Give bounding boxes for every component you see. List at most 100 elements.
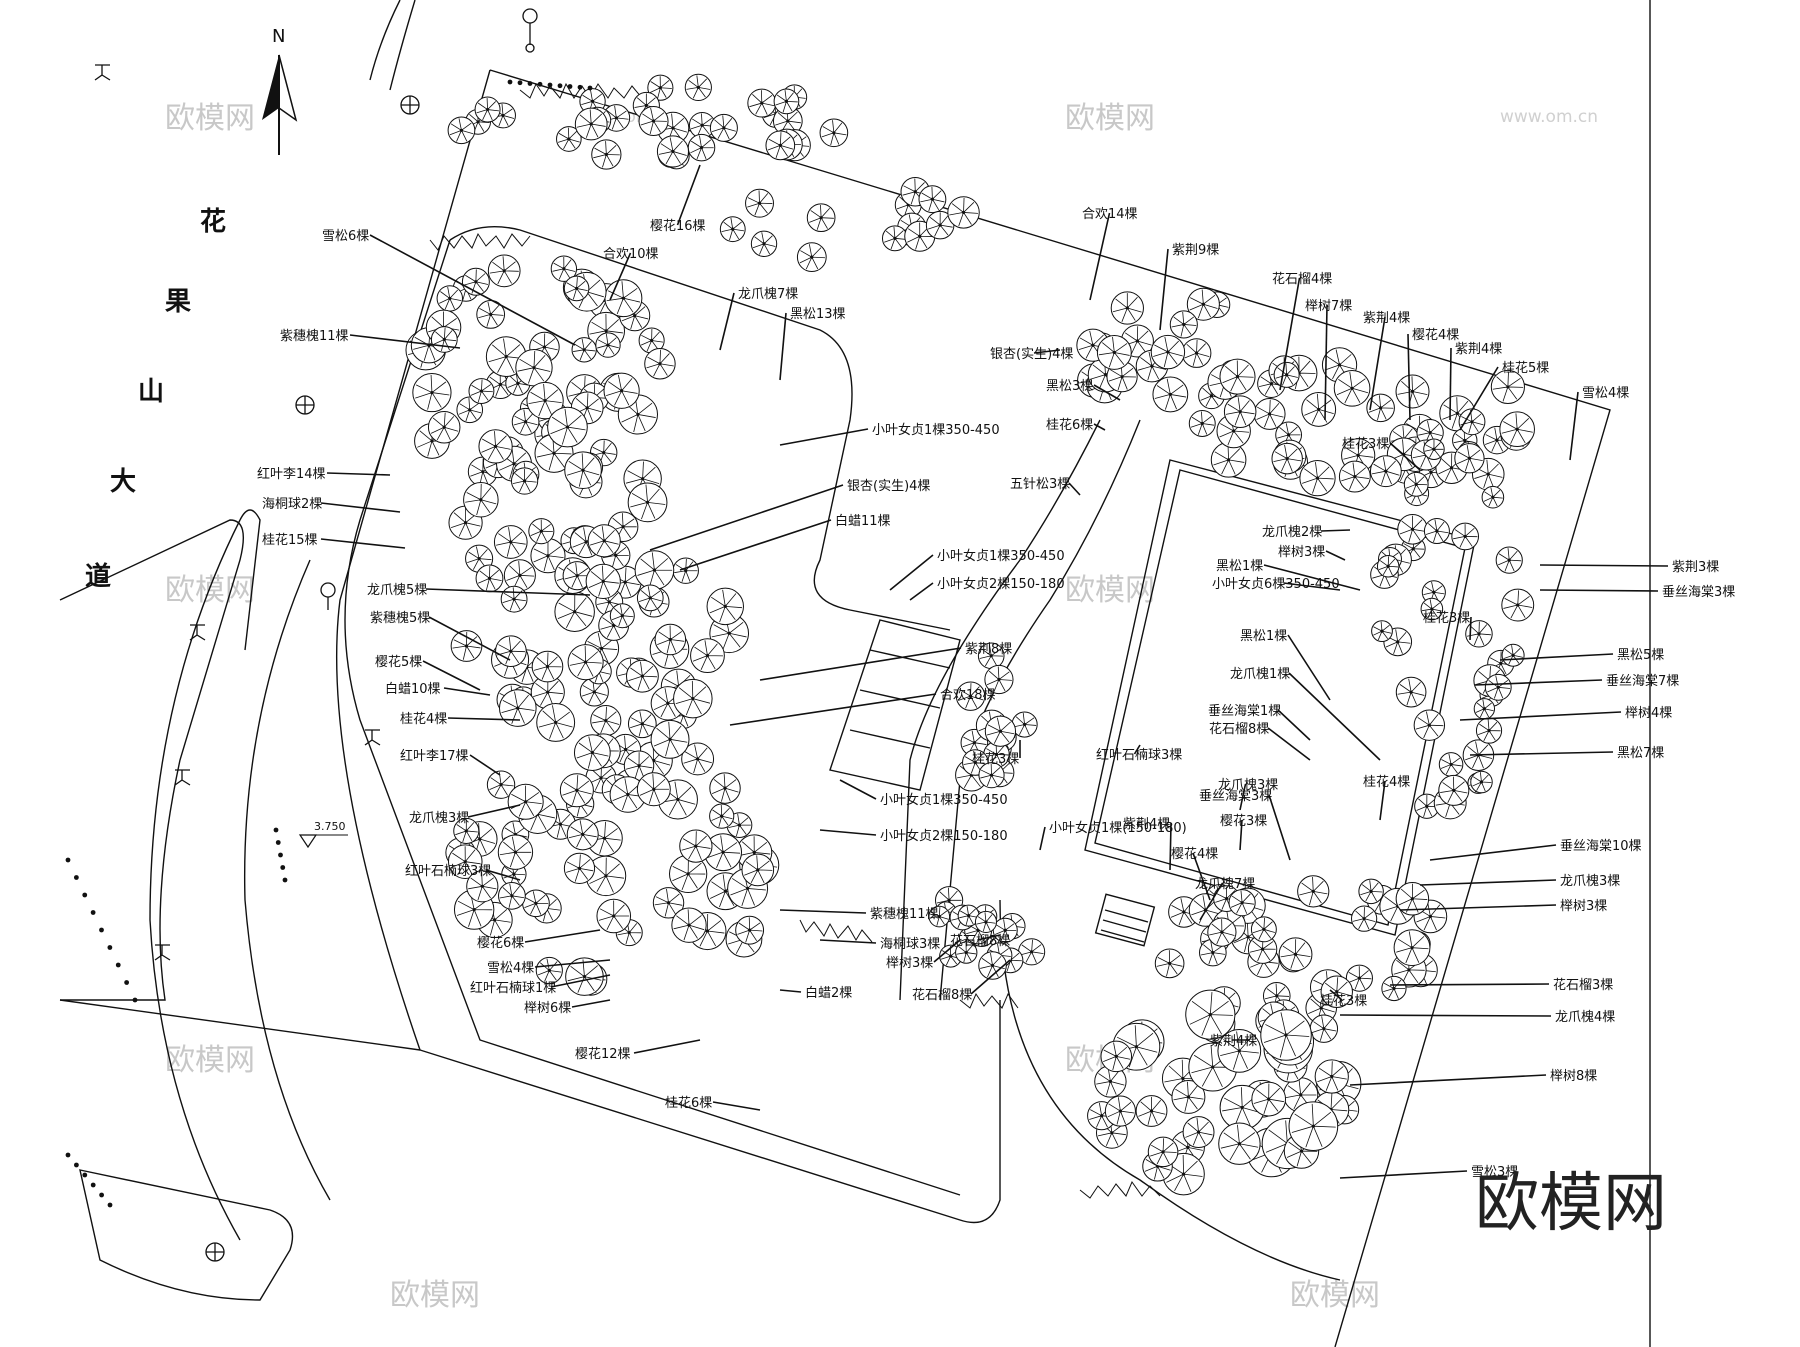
bollard-dot bbox=[99, 927, 104, 933]
tree-symbol-icon bbox=[706, 587, 744, 626]
tree-symbol-icon bbox=[1454, 443, 1485, 474]
leader-line bbox=[1263, 564, 1361, 591]
plant-label: 小叶女贞1棵350-450 bbox=[937, 548, 1065, 564]
leader-line bbox=[1324, 304, 1328, 421]
plant-label: 榉树3棵 bbox=[886, 956, 933, 971]
plant-label: 桂花4棵 bbox=[400, 711, 447, 727]
north-arrow: N bbox=[262, 26, 298, 155]
watermark: 欧模网 bbox=[1290, 1278, 1380, 1313]
bollard-dot bbox=[90, 910, 96, 915]
leader-line bbox=[1389, 442, 1421, 471]
leader-line bbox=[1419, 879, 1557, 886]
leader-line bbox=[524, 929, 601, 943]
plant-label: 小叶女贞1棵(150-180) bbox=[1049, 820, 1187, 836]
tree-symbol-icon bbox=[1397, 514, 1428, 545]
tree-symbol-icon bbox=[1420, 597, 1444, 621]
road-name-char: 花 bbox=[200, 207, 226, 237]
tree-symbol-icon bbox=[1100, 1040, 1133, 1073]
leader-line bbox=[779, 989, 802, 993]
tree-symbol-icon bbox=[427, 410, 461, 444]
tree-symbol-icon bbox=[745, 188, 774, 218]
leader-line bbox=[1469, 616, 1472, 641]
tree-symbol-icon bbox=[1186, 287, 1220, 321]
leader-line bbox=[1339, 1170, 1468, 1179]
tree-symbol-icon bbox=[1288, 1101, 1339, 1152]
tree-symbol-icon bbox=[535, 956, 563, 985]
plant-label: 白蜡2棵 bbox=[805, 985, 852, 1001]
tree-symbol-icon bbox=[974, 910, 998, 934]
leader-line bbox=[1093, 384, 1121, 401]
tree-canopies bbox=[405, 73, 1535, 1196]
tree-symbol-icon bbox=[591, 139, 622, 170]
tree-symbol-icon bbox=[656, 135, 689, 168]
leader-line bbox=[1389, 983, 1550, 986]
plant-label: 榉树3棵 bbox=[1278, 545, 1325, 560]
tree-symbol-icon bbox=[522, 889, 550, 918]
tree-symbol-icon bbox=[1273, 361, 1300, 388]
tree-symbol-icon bbox=[750, 230, 778, 257]
tree-symbol-icon bbox=[486, 770, 516, 799]
tree-symbol-icon bbox=[1171, 1079, 1206, 1114]
tree-symbol-icon bbox=[478, 429, 513, 464]
tree-symbol-icon bbox=[1314, 1059, 1349, 1094]
plant-label: 黑松1棵 bbox=[1240, 629, 1287, 644]
plant-label: 银杏(实生)4棵 bbox=[990, 347, 1073, 362]
leader-line bbox=[1459, 366, 1499, 431]
tree-symbol-icon bbox=[556, 126, 582, 152]
tree-symbol-icon bbox=[566, 818, 599, 851]
tree-symbol-icon bbox=[1299, 459, 1336, 497]
plant-label: 樱花3棵 bbox=[1220, 813, 1267, 829]
elevation-value: 3.750 bbox=[314, 820, 346, 833]
plant-label: 白蜡11棵 bbox=[835, 513, 891, 529]
plant-label: 榉树4棵 bbox=[1625, 706, 1672, 721]
plant-label: 龙爪槐1棵 bbox=[1230, 666, 1290, 682]
leader-line bbox=[1268, 794, 1291, 861]
tree-symbol-icon bbox=[474, 96, 501, 123]
tree-symbol-icon bbox=[511, 407, 540, 436]
tree-symbol-icon bbox=[992, 917, 1018, 943]
plant-label: 紫荆8棵 bbox=[965, 641, 1012, 657]
plant-label: 桂花5棵 bbox=[1502, 360, 1549, 376]
leader-line bbox=[819, 939, 877, 944]
leader-line bbox=[422, 660, 481, 691]
tree-symbol-icon bbox=[497, 834, 534, 870]
tree-symbol-icon bbox=[644, 347, 676, 380]
leader-line bbox=[1459, 711, 1622, 721]
tree-symbol-icon bbox=[1501, 643, 1525, 667]
leader-line bbox=[534, 959, 611, 968]
tree-symbol-icon bbox=[1152, 376, 1189, 413]
leader-line bbox=[1093, 423, 1106, 431]
road-name-char: 大 bbox=[110, 467, 136, 497]
tree-symbol-icon bbox=[476, 300, 506, 329]
tree-symbol-icon bbox=[773, 88, 800, 115]
leader-line bbox=[712, 1101, 761, 1111]
tree-symbol-icon bbox=[681, 742, 715, 776]
tree-symbol-icon bbox=[1150, 334, 1186, 370]
tree-symbol-icon bbox=[603, 372, 640, 409]
plant-label: 花石榴4棵 bbox=[1272, 271, 1332, 287]
tree-symbol-icon bbox=[1371, 620, 1393, 643]
tree-symbol-icon bbox=[1260, 1009, 1312, 1061]
plant-label: 榉树3棵 bbox=[1560, 899, 1607, 914]
bollard-dot bbox=[82, 892, 88, 898]
drain-icon bbox=[364, 729, 381, 746]
tree-symbol-icon bbox=[735, 915, 765, 945]
plant-label: 海桐球3棵 bbox=[880, 937, 940, 952]
drain-icon bbox=[174, 769, 191, 786]
tree-symbol-icon bbox=[590, 705, 622, 737]
tree-symbol-icon bbox=[1403, 471, 1429, 497]
tree-symbol-icon bbox=[503, 559, 536, 592]
leader-line bbox=[1199, 882, 1224, 921]
leader-line bbox=[676, 164, 701, 226]
plant-label: 雪松4棵 bbox=[1582, 386, 1629, 401]
plant-label: 榉树8棵 bbox=[1550, 1069, 1597, 1084]
leader-line bbox=[349, 334, 461, 349]
tree-symbol-icon bbox=[684, 73, 712, 102]
leader-line bbox=[320, 502, 401, 513]
leader-line bbox=[443, 687, 491, 696]
north-label: N bbox=[272, 26, 285, 47]
plant-label: 雪松3棵 bbox=[1471, 1165, 1518, 1180]
leader-line bbox=[1068, 482, 1081, 496]
leader-line bbox=[1283, 582, 1341, 591]
watermark: 欧模网 bbox=[1065, 101, 1155, 136]
